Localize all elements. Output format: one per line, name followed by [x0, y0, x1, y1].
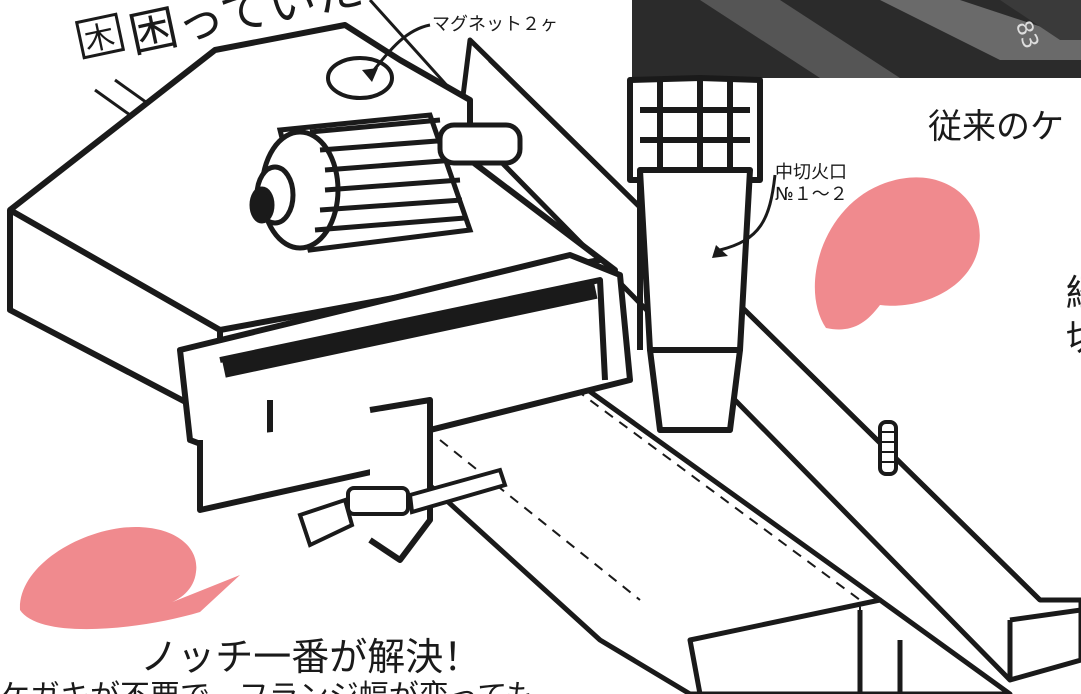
cut-line-2: [439, 439, 641, 601]
magnet-disc: [326, 56, 394, 100]
speech-bubble-right: [814, 177, 980, 330]
torch-arrow: [719, 174, 777, 252]
bottom-text: ケガキが不要で、フランジ幅が変っても: [0, 679, 536, 694]
right-fragment-2: 切: [1066, 318, 1081, 359]
torch-label-line2: №１～２: [775, 184, 848, 205]
magnet-roller: [249, 112, 523, 253]
clamp-bolt: [297, 467, 508, 548]
headline-right: 従来のケ: [928, 107, 1064, 147]
torch-label-line1: 中切火口: [775, 162, 847, 183]
photo-inset: 83: [632, 0, 1081, 78]
right-fragment-1: 経: [1066, 273, 1081, 314]
cutting-torch: [627, 75, 763, 433]
speech-bubble-left: [19, 527, 240, 630]
magnet-arrow: [368, 23, 431, 76]
svg-text:木: 木: [81, 18, 118, 58]
magnet-label: マグネット２ヶ: [432, 14, 558, 35]
solution-text: ノッチ一番が解決！: [140, 635, 481, 679]
rail-screw: [878, 420, 898, 476]
